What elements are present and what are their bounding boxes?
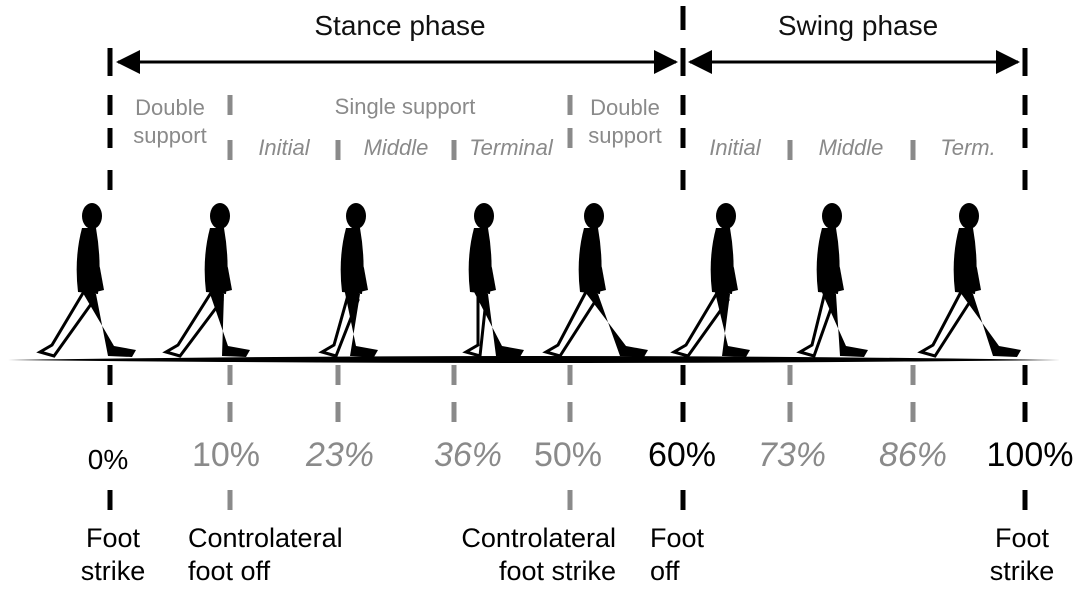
double-support-label-1: Double support bbox=[133, 95, 207, 148]
percent-label: 100% bbox=[986, 436, 1074, 474]
percent-label: 73% bbox=[757, 436, 827, 474]
initial-swing-label: Initial bbox=[709, 135, 761, 160]
walking-figure bbox=[917, 203, 1021, 358]
initial-stance-label: Initial bbox=[258, 135, 310, 160]
middle-swing-label: Middle bbox=[818, 135, 884, 160]
foot-strike-start-label: Foot strike bbox=[80, 523, 146, 586]
percent-label: 60% bbox=[647, 436, 717, 474]
walking-figure bbox=[462, 203, 524, 358]
double-support-label-2: Double support bbox=[588, 95, 662, 148]
percent-label: 0% bbox=[87, 444, 129, 475]
percent-label: 10% bbox=[191, 436, 261, 474]
single-support-label: Single support bbox=[334, 94, 476, 119]
middle-stance-label: Middle bbox=[363, 135, 429, 160]
foot-strike-end-label: Foot strike bbox=[989, 523, 1055, 586]
controlateral-foot-strike-label: Controlateral foot strike bbox=[461, 523, 616, 586]
terminal-stance-label: Terminal bbox=[469, 135, 553, 160]
walking-figures bbox=[36, 203, 1021, 358]
percent-label: 50% bbox=[533, 436, 603, 474]
foot-off-label: Foot off bbox=[650, 523, 705, 586]
terminal-swing-label: Term. bbox=[940, 135, 996, 160]
percent-label: 36% bbox=[433, 436, 503, 474]
walking-figure bbox=[162, 203, 250, 358]
swing-phase-title: Swing phase bbox=[777, 10, 939, 41]
walking-figure bbox=[542, 203, 648, 358]
walking-figure bbox=[796, 203, 868, 358]
stance-phase-title: Stance phase bbox=[314, 10, 486, 41]
percent-label: 23% bbox=[305, 436, 375, 474]
walking-figure bbox=[36, 203, 136, 358]
percent-label: 86% bbox=[878, 436, 948, 474]
walking-figure bbox=[670, 203, 750, 358]
ground-line bbox=[8, 356, 1060, 363]
controlateral-foot-off-label: Controlateral foot off bbox=[188, 523, 343, 586]
walking-figure bbox=[318, 203, 378, 358]
phase-boundary-markers bbox=[107, 6, 1028, 510]
